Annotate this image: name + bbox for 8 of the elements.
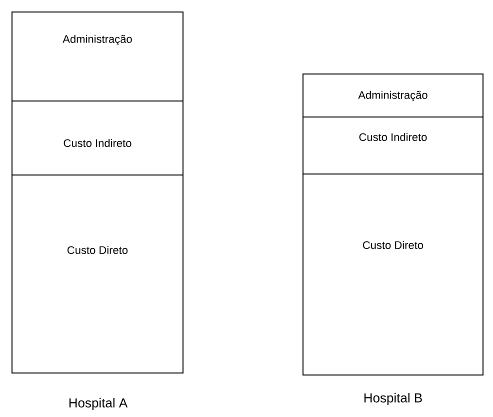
cost-segment: Custo Direto <box>302 174 484 376</box>
cost-segment: Custo Indireto <box>12 100 184 176</box>
cost-segment: Administração <box>12 12 184 102</box>
cost-segment: Administração <box>302 74 484 118</box>
hospital-label: Hospital B <box>364 392 422 406</box>
cost-segment: Custo Indireto <box>302 116 484 174</box>
hospital-label: Hospital A <box>69 398 128 410</box>
cost-segment: Custo Direto <box>12 174 184 374</box>
